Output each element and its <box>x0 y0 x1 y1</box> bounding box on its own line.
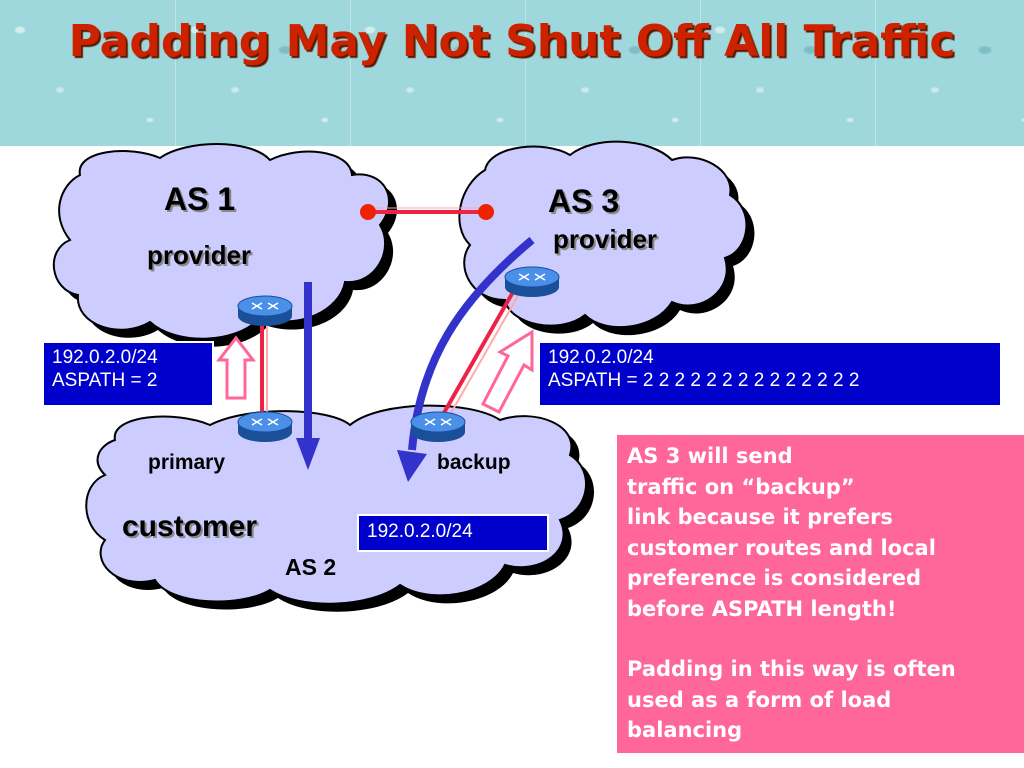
primary-label: primary <box>148 451 226 474</box>
as3-role: provider <box>553 224 658 254</box>
note-line: used as a form of load <box>627 687 892 712</box>
router-as2-backup <box>410 411 466 442</box>
as1-name: AS 1 <box>164 181 236 217</box>
header-banner <box>0 0 1024 146</box>
tile-seam <box>350 0 351 146</box>
traffic-arrow-primary <box>296 282 320 470</box>
note-line: link because it prefers <box>627 505 893 529</box>
customer-prefix-box: 192.0.2.0/24 <box>357 514 549 552</box>
note-gap <box>627 624 1014 654</box>
note-line: customer routes and local <box>627 535 936 560</box>
tile-seam <box>875 0 876 146</box>
note-line: AS 3 will send <box>627 444 793 468</box>
announcement-left-box: 192.0.2.0/24 ASPATH = 2 <box>42 341 214 407</box>
note-line: preference is considered <box>627 566 921 590</box>
explanation-note: AS 3 will send traffic on “backup” link … <box>617 435 1024 753</box>
backup-link <box>435 284 524 428</box>
peering-link <box>360 204 494 220</box>
note-line: balancing <box>627 718 743 742</box>
peering-endpoint-right <box>478 204 494 220</box>
as2-customer-cloud <box>85 404 595 612</box>
backup-label: backup <box>437 451 511 474</box>
page-title: Padding May Not Shut Off All Traffic <box>68 16 956 67</box>
primary-link <box>260 312 268 425</box>
announcement-right-box: 192.0.2.0/24 ASPATH = 2 2 2 2 2 2 2 2 2 … <box>538 341 1002 407</box>
announce-arrow-left <box>215 335 257 400</box>
peering-endpoint-left <box>360 204 376 220</box>
announcement-right-prefix: 192.0.2.0/24 <box>548 347 654 368</box>
customer-label: customer <box>122 510 258 543</box>
note-line: before ASPATH length! <box>627 596 897 621</box>
announce-arrow-right <box>480 329 534 414</box>
note-line: traffic on “backup” <box>627 474 855 499</box>
announcement-left-aspath: ASPATH = 2 <box>52 370 158 391</box>
customer-prefix: 192.0.2.0/24 <box>367 521 473 542</box>
announcement-right-aspath: ASPATH = 2 2 2 2 2 2 2 2 2 2 2 2 2 2 <box>548 370 860 391</box>
tile-seam <box>175 0 176 146</box>
router-as3 <box>504 266 560 297</box>
as1-role: provider <box>147 240 252 270</box>
router-as1 <box>237 295 293 326</box>
announcement-left-prefix: 192.0.2.0/24 <box>52 347 158 368</box>
router-as2-primary <box>237 411 293 442</box>
as3-name: AS 3 <box>548 183 620 219</box>
tile-seam <box>525 0 526 146</box>
note-line: Padding in this way is often <box>627 657 956 681</box>
as2-name: AS 2 <box>285 554 337 580</box>
tile-seam <box>700 0 701 146</box>
